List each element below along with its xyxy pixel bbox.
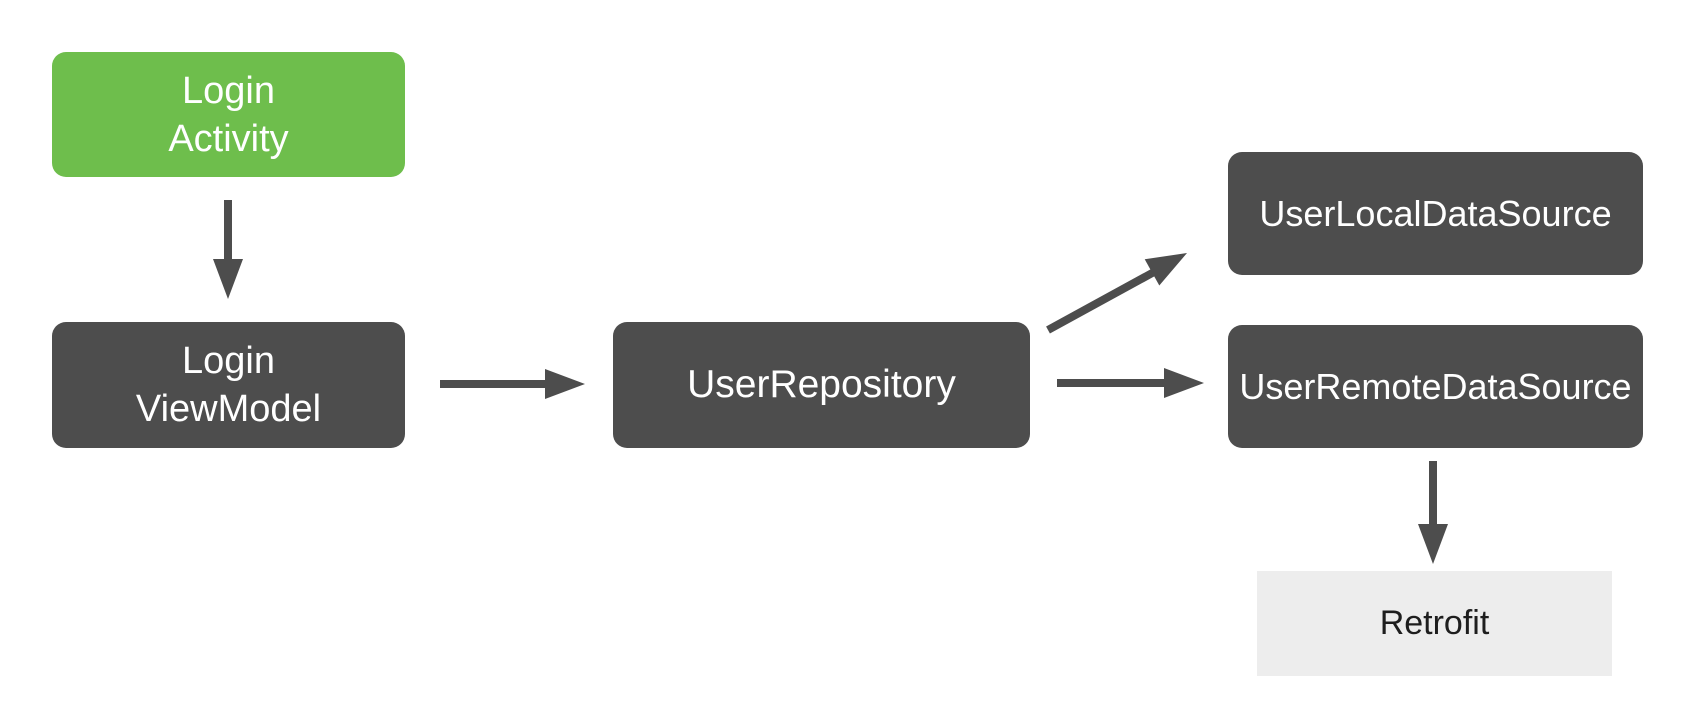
node-user-repository-label: UserRepository: [687, 363, 956, 406]
node-login-activity-label: Login Activity: [168, 69, 289, 160]
node-retrofit-label: Retrofit: [1379, 604, 1490, 642]
node-login-viewmodel: Login ViewModel: [52, 322, 405, 448]
arrow-repository-to-remote-icon: [1057, 368, 1204, 398]
arrow-remote-to-retrofit-icon: [1418, 461, 1448, 564]
node-login-viewmodel-label: Login ViewModel: [135, 340, 322, 430]
node-user-local-data-source: UserLocalDataSource: [1228, 152, 1643, 275]
node-user-remote-data-source-label: UserRemoteDataSource: [1239, 365, 1632, 407]
node-login-activity: Login Activity: [52, 52, 405, 177]
arrow-repository-to-local-icon: [1046, 253, 1187, 334]
arrow-activity-to-viewmodel-icon: [213, 200, 243, 299]
node-user-repository: UserRepository: [613, 322, 1030, 448]
node-user-remote-data-source: UserRemoteDataSource: [1228, 325, 1643, 448]
node-user-local-data-source-label: UserLocalDataSource: [1259, 192, 1612, 234]
arrow-viewmodel-to-repository-icon: [440, 369, 585, 399]
node-retrofit: Retrofit: [1257, 571, 1612, 676]
